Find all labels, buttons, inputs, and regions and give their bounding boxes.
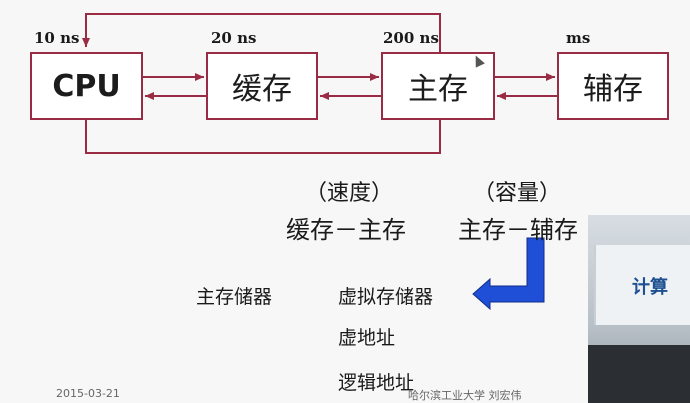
speed-caption: （速度） xyxy=(305,181,394,206)
aux-storage-box-label: 辅存 xyxy=(583,72,643,107)
virtual-storage-label: 虚拟存储器 xyxy=(338,286,434,308)
video-overlay-text: 计算 xyxy=(632,277,668,298)
video-overlay: 计算 xyxy=(588,215,690,403)
blue-arrow-icon xyxy=(472,237,545,311)
virtual-address-label: 虚地址 xyxy=(338,327,396,349)
cpu-box: CPU xyxy=(30,52,143,120)
cache-latency-label: 20 ns xyxy=(211,29,257,47)
footer-author: 哈尔滨工业大学 刘宏伟 xyxy=(408,389,522,402)
capacity-caption: （容量） xyxy=(473,181,562,206)
logical-address-label: 逻辑地址 xyxy=(338,372,415,394)
main-latency-label: 200 ns xyxy=(383,29,439,47)
video-banner-panel xyxy=(594,245,690,325)
main-aux-pair: 主存－辅存 xyxy=(458,216,578,244)
footer-date: 2015-03-21 xyxy=(56,387,120,400)
cache-box-label: 缓存 xyxy=(232,72,292,107)
top-feedback-line xyxy=(82,13,441,55)
video-dark-region xyxy=(588,345,690,403)
cpu-box-label: CPU xyxy=(52,68,121,104)
bottom-link-line xyxy=(85,118,441,154)
main-memory-box: 主存 xyxy=(381,52,495,120)
aux-storage-box: 辅存 xyxy=(557,52,669,120)
cache-main-pair: 缓存－主存 xyxy=(286,216,406,244)
cache-box: 缓存 xyxy=(206,52,318,120)
physical-storage-label: 主存储器 xyxy=(196,286,273,308)
cpu-latency-label: 10 ns xyxy=(34,29,80,47)
aux-latency-label: ms xyxy=(566,29,591,47)
main-memory-box-label: 主存 xyxy=(408,72,468,107)
